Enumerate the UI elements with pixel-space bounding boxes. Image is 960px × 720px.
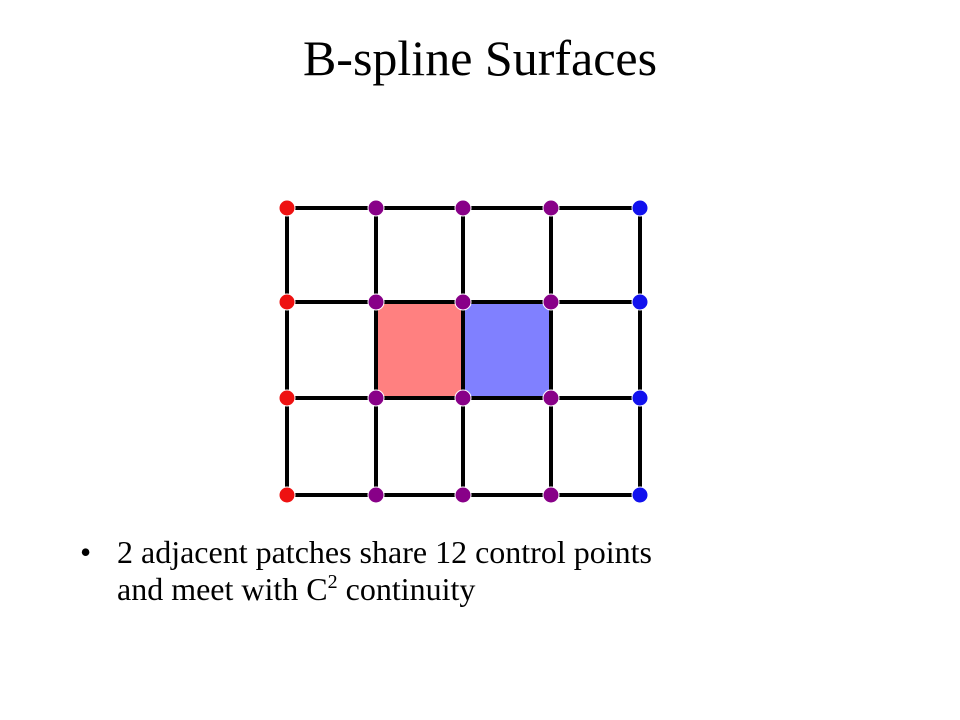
control-point-purple [454, 293, 472, 311]
control-point-purple [454, 199, 472, 217]
control-point-purple [367, 199, 385, 217]
bullet-text-line1: 2 adjacent patches share 12 control poin… [117, 534, 652, 570]
control-point-blue [631, 199, 649, 217]
control-point-purple [367, 293, 385, 311]
control-point-blue [631, 293, 649, 311]
control-point-purple [542, 293, 560, 311]
control-point-blue [631, 486, 649, 504]
control-point-red [278, 486, 296, 504]
surface-patch-2 [463, 302, 551, 398]
control-point-purple [454, 486, 472, 504]
control-point-purple [367, 486, 385, 504]
bullet-marker: • [80, 534, 92, 570]
surface-patch-1 [376, 302, 463, 398]
control-point-purple [542, 486, 560, 504]
bullet-list: • 2 adjacent patches share 12 control po… [80, 534, 880, 608]
control-point-purple [542, 389, 560, 407]
control-point-purple [454, 389, 472, 407]
bullet-item: • 2 adjacent patches share 12 control po… [80, 534, 880, 608]
control-point-red [278, 199, 296, 217]
bullet-text-line2-pre: and meet with C [117, 571, 328, 607]
bullet-text-line2-post: continuity [337, 571, 476, 607]
control-point-red [278, 293, 296, 311]
control-point-purple [367, 389, 385, 407]
control-point-red [278, 389, 296, 407]
control-point-blue [631, 389, 649, 407]
superscript-2: 2 [327, 571, 338, 593]
slide-title: B-spline Surfaces [302, 30, 658, 86]
control-point-purple [542, 199, 560, 217]
